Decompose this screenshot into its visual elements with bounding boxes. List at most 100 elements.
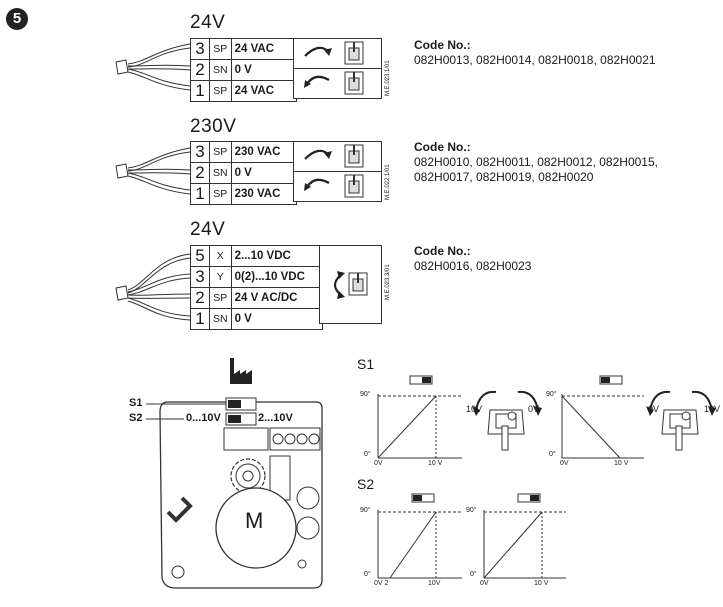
code-title-3: Code No.: xyxy=(414,244,471,258)
valve-rotation-icon xyxy=(472,390,542,451)
actuator-direction-panel-2 xyxy=(293,141,382,202)
terminal-value: 2...10 VDC xyxy=(230,245,323,267)
voltage-heading-2: 230V xyxy=(190,116,237,137)
terminal-number: 2 xyxy=(190,287,210,309)
terminal-value: 230 VAC xyxy=(230,183,297,205)
cable-icon-1 xyxy=(115,43,191,91)
valve-10v-label: 10V xyxy=(704,404,721,414)
terminal-number: 3 xyxy=(190,266,210,288)
terminal-code: SN xyxy=(209,59,232,81)
terminal-code: Y xyxy=(209,266,232,288)
axis-0-label: 0° xyxy=(470,571,477,578)
s1-switch-label: S1 xyxy=(129,397,143,409)
terminal-number: 3 xyxy=(190,38,210,60)
terminal-code: SN xyxy=(209,162,232,184)
code-list-3: 082H0016, 082H0023 xyxy=(414,259,531,274)
axis-0-label: 0° xyxy=(364,451,371,458)
code-line: 082H0017, 082H0019, 082H0020 xyxy=(414,170,594,184)
terminal-number: 1 xyxy=(190,308,210,330)
terminal-code: SP xyxy=(209,80,232,102)
code-line: 082H0010, 082H0011, 082H0012, 082H0015, xyxy=(414,155,658,169)
actuator-direction-panel-3 xyxy=(319,245,382,324)
axis-90-label: 90° xyxy=(360,507,371,514)
terminal-code: SN xyxy=(209,308,232,330)
s2-graphs xyxy=(377,493,566,579)
actuator-direction-panel-1 xyxy=(293,38,382,99)
axis-0-label: 0° xyxy=(549,451,556,458)
s2-graph-title: S2 xyxy=(357,476,375,492)
code-list-2: 082H0010, 082H0011, 082H0012, 082H0015, … xyxy=(414,155,658,185)
terminal-number: 2 xyxy=(190,162,210,184)
cable-icon-3 xyxy=(115,253,191,321)
terminal-code: SP xyxy=(209,38,232,60)
terminal-number: 3 xyxy=(190,141,210,163)
valve-0v-label: 0V xyxy=(648,404,660,414)
terminal-code: SP xyxy=(209,287,232,309)
code-title-1: Code No.: xyxy=(414,38,471,52)
x-10v-label: 10 V xyxy=(534,580,549,587)
code-line: 082H0013, 082H0014, 082H0018, 082H0021 xyxy=(414,53,656,67)
terminal-value: 0 V xyxy=(230,308,323,330)
axis-90-label: 90° xyxy=(546,391,557,398)
valve-0v-label: 0V xyxy=(528,404,540,414)
motor-label: M xyxy=(245,508,264,533)
x-10v-label: 10 V xyxy=(428,460,443,467)
terminal-code: SP xyxy=(209,141,232,163)
drawing-reference-1: M.E.023.1/01 xyxy=(385,60,391,96)
code-title-2: Code No.: xyxy=(414,140,471,154)
s1-graph-title: S1 xyxy=(357,356,375,372)
terminal-number: 5 xyxy=(190,245,210,267)
x-0v-label: 0V xyxy=(560,460,569,467)
terminal-value: 24 VAC xyxy=(230,38,297,60)
factory-icon xyxy=(230,358,252,384)
gear-icon xyxy=(230,458,266,494)
terminal-value: 230 VAC xyxy=(230,141,297,163)
code-line: 082H0016, 082H0023 xyxy=(414,259,532,273)
terminal-number: 2 xyxy=(190,59,210,81)
terminal-value: 0(2)...10 VDC xyxy=(230,266,323,288)
axis-90-label: 90° xyxy=(360,391,371,398)
terminal-value: 0 V xyxy=(230,59,297,81)
x-0v-label: 0V xyxy=(374,460,383,467)
x-0v2-label: 0V 2 xyxy=(374,580,389,587)
valve-10v-label: 10V xyxy=(466,404,483,414)
actuator-board-drawing xyxy=(146,358,323,589)
axis-90-label: 90° xyxy=(466,507,477,514)
code-list-1: 082H0013, 082H0014, 082H0018, 082H0021 xyxy=(414,53,656,68)
range-low-label: 0...10V xyxy=(186,412,221,424)
terminal-value: 0 V xyxy=(230,162,297,184)
step-number-badge: 5 xyxy=(6,8,28,30)
range-high-label: 2...10V xyxy=(258,412,293,424)
terminal-number: 1 xyxy=(190,80,210,102)
x-10v-label: 10 V xyxy=(614,460,629,467)
terminal-value: 24 VAC xyxy=(230,80,297,102)
drawing-reference-2: M.E.022.1/01 xyxy=(385,164,391,200)
cable-icon-2 xyxy=(115,147,191,195)
s2-switch-label: S2 xyxy=(129,412,143,424)
terminal-code: X xyxy=(209,245,232,267)
terminal-value: 24 V AC/DC xyxy=(230,287,323,309)
x-10v-label: 10V xyxy=(428,580,441,587)
valve-rotation-icon xyxy=(646,390,716,451)
voltage-heading-1: 24V xyxy=(190,12,226,33)
s1-graphs xyxy=(377,375,716,459)
terminal-code: SP xyxy=(209,183,232,205)
voltage-heading-3: 24V xyxy=(190,219,226,240)
terminal-number: 1 xyxy=(190,183,210,205)
drawing-reference-3: M.E.023.3/01 xyxy=(385,264,391,300)
axis-0-label: 0° xyxy=(364,571,371,578)
x-0v-label: 0V xyxy=(480,580,489,587)
